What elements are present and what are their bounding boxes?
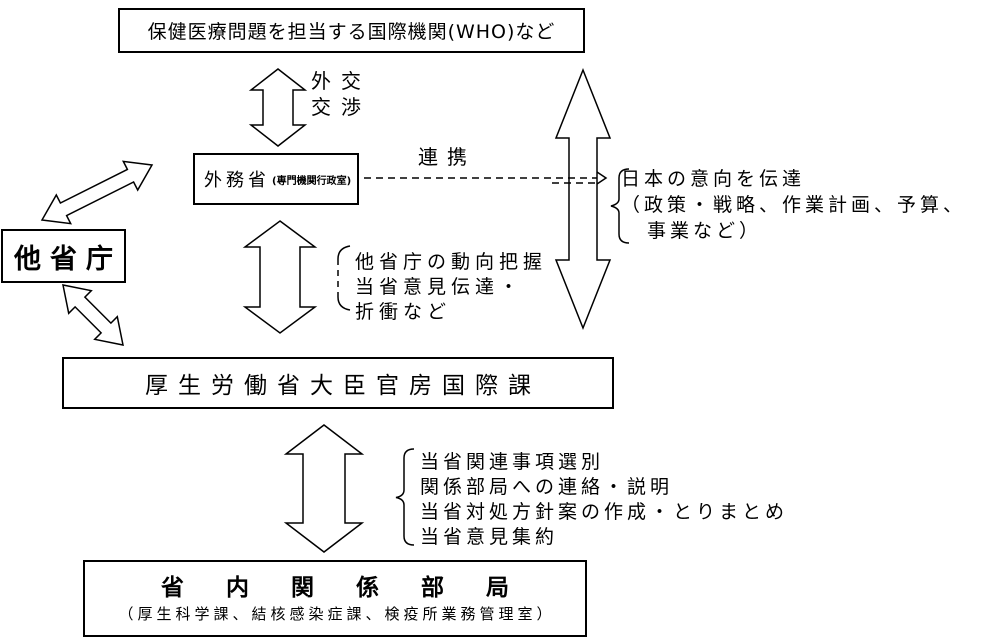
inter-ministry-task-line-2: 当省意見伝達・	[355, 276, 524, 298]
convey-intent-line-3: 事業など）	[647, 220, 763, 242]
box-internal-bureaus: 省内関係部局 （厚生科学課、結核感染症課、検疫所業務管理室）	[83, 560, 587, 637]
box-other-ministries: 他省庁	[1, 229, 126, 283]
dashed-arrowhead-icon	[596, 171, 608, 185]
box-mofa-label: 外務省	[204, 170, 270, 191]
inter-ministry-task-line-3: 折衝など	[355, 301, 452, 323]
label-convey-japan-intent: 日本の意向を伝達 （政策・戦略、作業計画、予算、 事業など）	[621, 166, 966, 244]
double-arrow-mofa-mhlw-icon	[242, 220, 318, 334]
box-international-organizations-label: 保健医療問題を担当する国際機関(WHO)など	[147, 21, 556, 43]
box-mhlw-label: 厚生労働省大臣官房国際課	[145, 373, 541, 399]
label-cooperation: 連携	[418, 145, 476, 169]
brace-inter-ministry-bottom	[337, 296, 351, 311]
double-arrow-other-mofa-icon	[40, 160, 154, 225]
internal-task-line-4: 当省意見集約	[420, 526, 559, 548]
box-internal-bureaus-sublabel: （厚生科学課、結核感染症課、検疫所業務管理室）	[118, 604, 556, 623]
convey-intent-line-1: 日本の意向を伝達	[621, 168, 806, 190]
double-arrow-other-mhlw-icon	[62, 284, 124, 346]
double-arrow-mhlw-internal-icon	[283, 424, 365, 553]
label-inter-ministry-tasks: 他省庁の動向把握 当省意見伝達・ 折衝など	[355, 250, 547, 325]
box-mhlw-international-affairs-division: 厚生労働省大臣官房国際課	[62, 357, 614, 409]
label-diplomacy-line-1: 外交	[311, 69, 371, 93]
convey-intent-line-2: （政策・戦略、作業計画、予算、	[621, 194, 967, 216]
label-internal-tasks: 当省関連事項選別 関係部局への連絡・説明 当省対処方針案の作成・とりまとめ 当省…	[420, 450, 788, 550]
brace-convey-intent	[610, 168, 630, 244]
internal-task-line-1: 当省関連事項選別	[420, 451, 605, 473]
double-arrow-who-mhlw-icon	[554, 67, 612, 331]
box-other-ministries-label: 他省庁	[14, 243, 122, 275]
box-international-organizations: 保健医療問題を担当する国際機関(WHO)など	[118, 8, 585, 53]
box-mofa-sublabel: (専門機関行政室)	[272, 175, 352, 187]
brace-internal-tasks	[395, 448, 415, 546]
internal-task-line-3: 当省対処方針案の作成・とりまとめ	[420, 501, 789, 523]
box-mofa: 外務省 (専門機関行政室)	[193, 153, 359, 205]
label-diplomacy-line-2: 交渉	[311, 95, 371, 119]
inter-ministry-task-line-1: 他省庁の動向把握	[355, 251, 548, 273]
brace-inter-ministry-top	[337, 245, 351, 260]
double-arrow-who-mofa-icon	[248, 68, 308, 147]
box-internal-bureaus-label: 省内関係部局	[161, 574, 551, 601]
label-diplomacy-negotiation: 外交 交渉	[311, 68, 371, 120]
internal-task-line-2: 関係部局への連絡・説明	[420, 476, 674, 498]
